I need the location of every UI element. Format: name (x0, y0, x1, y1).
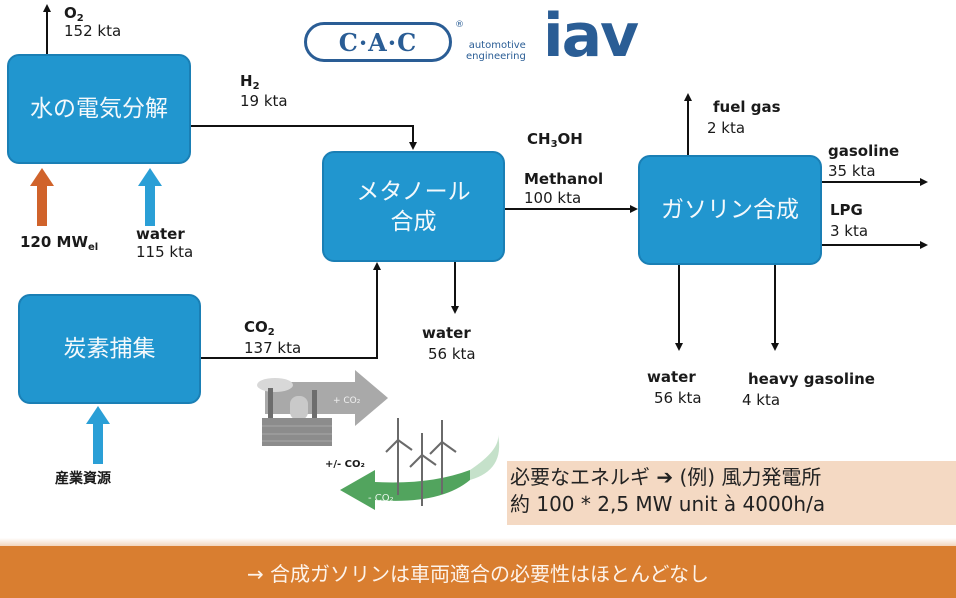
methanol-synthesis-line2: 合成 (390, 208, 437, 235)
plus-co2-label: + CO₂ (333, 396, 361, 406)
industrial-source-label: 産業資源 (55, 471, 111, 487)
methanol-water-amount: 56 kta (428, 345, 476, 363)
minus-co2-arrow (340, 470, 470, 510)
water-input-arrow (138, 168, 162, 226)
minus-co2-label: - CO₂ (368, 493, 394, 504)
gasoline-water-name: water (647, 368, 696, 386)
methanol-synthesis-box: メタノール 合成 (322, 151, 505, 262)
energy-note-line2: 約 100 * 2,5 MW unit à 4000h/a (510, 492, 826, 516)
heavy-gasoline-name: heavy gasoline (748, 370, 875, 388)
iav-logo: iav (543, 1, 639, 71)
lpg-name: LPG (830, 201, 863, 219)
energy-note-line1: 必要なエネルギ ➔ (例) 風力発電所 (510, 465, 822, 489)
plus-minus-co2-label: +/- CO₂ (325, 459, 365, 470)
gasoline-synthesis-box: ガソリン合成 (638, 155, 822, 265)
cac-logo: C·A·C (304, 22, 452, 62)
conclusion-text: → 合成ガソリンは車両適合の必要性はほとんどなし (246, 561, 710, 586)
fuel-gas-name: fuel gas (713, 98, 781, 116)
registered-mark: ® (455, 20, 464, 30)
factory-icon (257, 378, 332, 446)
wind-turbine-icon (385, 418, 457, 506)
water-input-amount: 115 kta (136, 243, 194, 261)
conclusion-bar: → 合成ガソリンは車両適合の必要性はほとんどなし (0, 546, 956, 598)
h2-arrow (191, 125, 417, 150)
co2-label: CO2 (244, 318, 275, 338)
electricity-input-arrow (30, 168, 54, 226)
fuel-gas-amount: 2 kta (707, 119, 746, 137)
methanol-formula: CH3OH (527, 130, 583, 150)
plus-co2-arrow (265, 370, 388, 426)
co2-amount: 137 kta (244, 339, 302, 357)
electricity-label: 120 MWel (20, 233, 99, 253)
gasoline-amount: 35 kta (828, 162, 876, 180)
iav-subtitle: automotive engineering (466, 40, 526, 62)
co2-cycle-illustration (257, 370, 500, 510)
methanol-synthesis-line1: メタノール (356, 178, 471, 205)
methanol-water-name: water (422, 324, 471, 342)
gasoline-name: gasoline (828, 142, 900, 160)
methanol-amount: 100 kta (524, 189, 582, 207)
h2-label: H2 (240, 72, 260, 92)
industrial-source-arrow (86, 406, 110, 464)
iav-subtitle-line2: engineering (466, 51, 526, 62)
methanol-name: Methanol (524, 170, 604, 188)
h2-amount: 19 kta (240, 92, 288, 110)
bottom-bar-fade (0, 538, 956, 546)
o2-label: O2 (64, 4, 84, 24)
electrolysis-box: 水の電気分解 (7, 54, 191, 164)
heavy-gasoline-amount: 4 kta (742, 391, 781, 409)
lpg-amount: 3 kta (830, 222, 869, 240)
water-input-name: water (136, 225, 185, 243)
carbon-capture-box: 炭素捕集 (18, 294, 201, 404)
iav-subtitle-line1: automotive (468, 40, 526, 51)
o2-amount: 152 kta (64, 22, 122, 40)
energy-requirement-note: 必要なエネルギ ➔ (例) 風力発電所 約 100 * 2,5 MW unit … (507, 461, 956, 525)
gasoline-water-amount: 56 kta (654, 389, 702, 407)
co2-arrow (201, 262, 381, 359)
